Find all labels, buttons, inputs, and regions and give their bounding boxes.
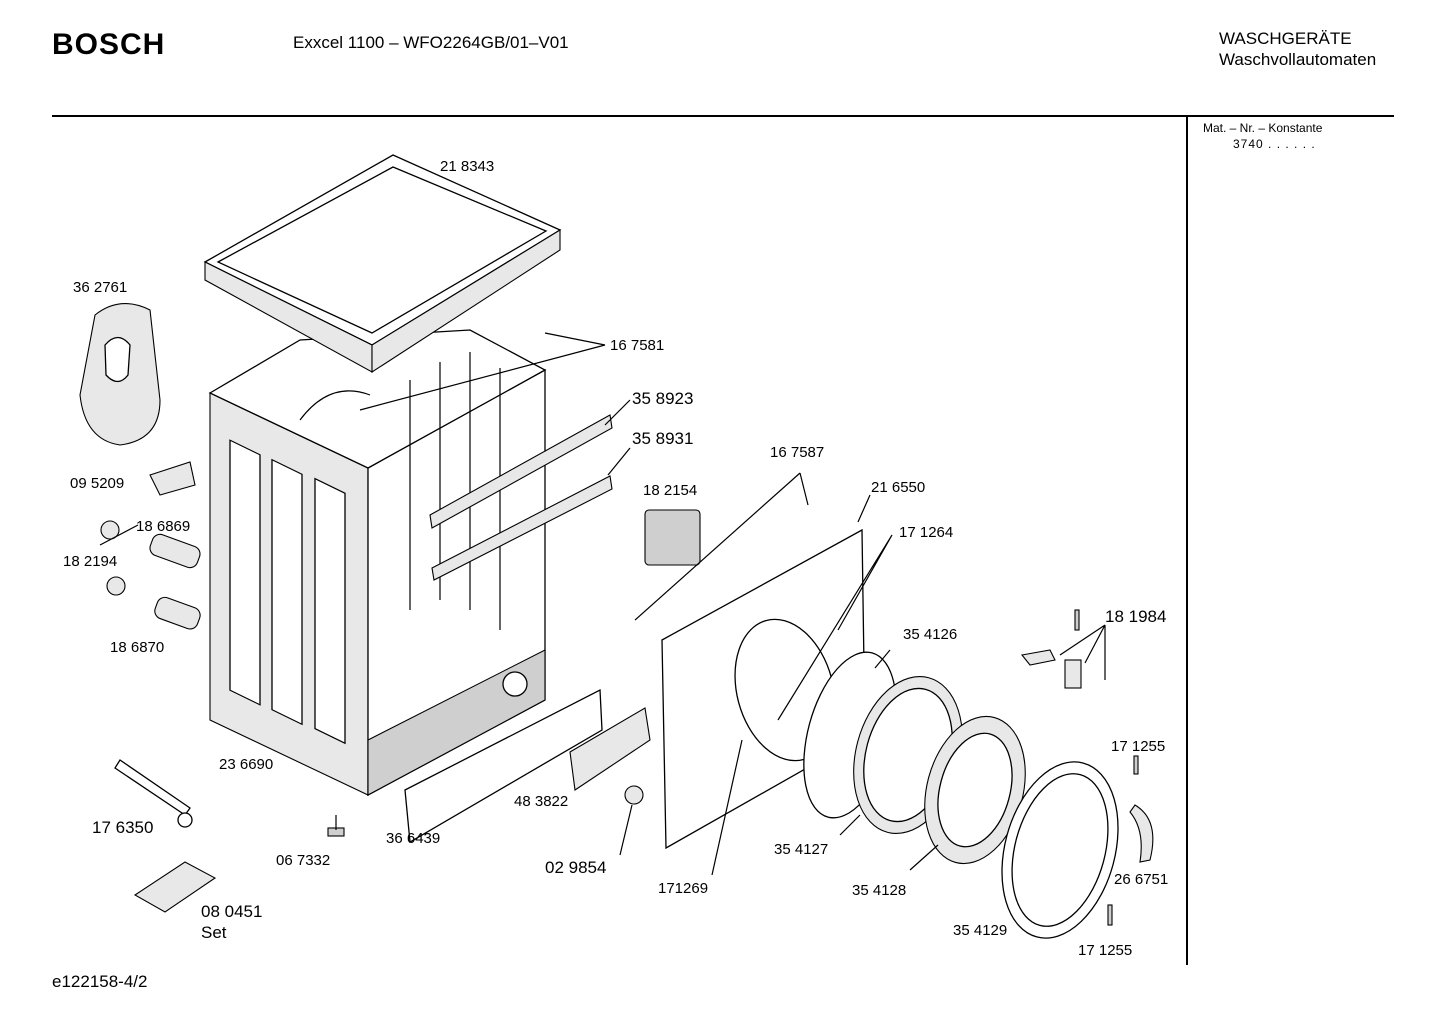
label-218343: 21 8343 — [440, 158, 494, 175]
document-id: e122158-4/2 — [52, 972, 148, 991]
leader-lines — [99, 332, 1106, 876]
spanner-tool — [114, 759, 193, 828]
door-outer-ring — [1001, 761, 1119, 939]
brand-logo: BOSCH — [52, 28, 166, 61]
label-186870: 18 6870 — [110, 639, 164, 656]
cross-brace-lower — [431, 475, 613, 581]
label-171255-upper: 17 1255 — [1111, 738, 1165, 755]
cabinet-body — [208, 329, 547, 797]
control-knob — [624, 785, 644, 805]
mat-number-label: Mat. – Nr. – Konstante — [1203, 121, 1323, 135]
model-title: Exxcel 1100 – WFO2264GB/01–V01 — [293, 33, 569, 52]
bushing-lower — [106, 576, 126, 596]
label-236690: 23 6690 — [219, 756, 273, 773]
door-lock — [644, 509, 701, 566]
part-labels: 21 8343 36 2761 16 7581 35 8923 35 8931 … — [63, 158, 1168, 959]
control-panel — [404, 688, 603, 844]
label-167587: 16 7587 — [770, 444, 824, 461]
door-hinge-kit — [1020, 609, 1082, 689]
label-354126: 35 4126 — [903, 626, 957, 643]
label-067332: 06 7332 — [276, 852, 330, 869]
category-title: WASCHGERÄTE — [1219, 29, 1352, 48]
label-358931: 35 8931 — [632, 429, 693, 448]
label-483822: 48 3822 — [514, 793, 568, 810]
label-095209: 09 5209 — [70, 475, 124, 492]
label-176350: 17 6350 — [92, 818, 153, 837]
hinge-pin-lower — [1107, 904, 1113, 926]
label-182194: 18 2194 — [63, 553, 117, 570]
label-362761: 36 2761 — [73, 279, 127, 296]
label-366439: 36 6439 — [386, 830, 440, 847]
shock-absorber-upper — [149, 533, 201, 569]
label-266751: 26 6751 — [1114, 871, 1168, 888]
label-080451: 08 0451 — [201, 902, 262, 921]
label-171255-lower: 17 1255 — [1078, 942, 1132, 959]
cross-brace-upper — [429, 414, 613, 529]
label-354128: 35 4128 — [852, 882, 906, 899]
dispenser-drawer — [569, 707, 651, 791]
adjustable-foot — [327, 815, 345, 837]
bushing-upper — [100, 520, 120, 540]
label-080451-set: Set — [201, 923, 227, 942]
shock-absorber-lower — [154, 596, 201, 630]
transport-bracket — [133, 861, 217, 913]
label-186869: 18 6869 — [136, 518, 190, 535]
door-handle — [1129, 804, 1154, 863]
category-subtitle: Waschvollautomaten — [1219, 50, 1377, 69]
label-354129: 35 4129 — [953, 922, 1007, 939]
label-182154: 18 2154 — [643, 482, 697, 499]
label-167581: 16 7581 — [610, 337, 664, 354]
label-354127: 35 4127 — [774, 841, 828, 858]
hinge-pin-upper — [1133, 755, 1139, 775]
label-029854: 02 9854 — [545, 858, 606, 877]
label-216550: 21 6550 — [871, 479, 925, 496]
door-glass — [924, 715, 1026, 865]
label-171269: 171269 — [658, 880, 708, 897]
rear-cover — [79, 303, 161, 446]
label-171264: 17 1264 — [899, 524, 953, 541]
mat-number-value: 3740 . . . . . . — [1233, 137, 1316, 151]
header-divider — [52, 115, 1394, 117]
top-lid — [203, 154, 562, 374]
hinge-clip — [149, 461, 196, 496]
label-181984: 18 1984 — [1105, 607, 1166, 626]
sidebar-divider — [1186, 115, 1188, 965]
label-358923: 35 8923 — [632, 389, 693, 408]
